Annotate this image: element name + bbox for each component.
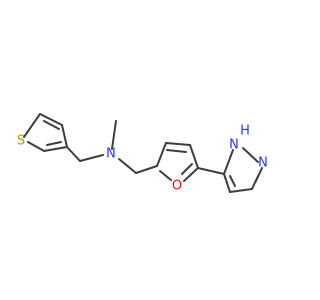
bond [46,141,62,146]
bond [229,188,253,193]
bond [165,142,191,146]
bond [66,146,81,162]
bond [189,144,199,169]
bond-layer [23,113,263,193]
pyrazole-nitrogen-label: N [258,156,268,171]
bond [197,167,225,175]
sulfur-atom-label: S [17,134,25,149]
bond [242,147,259,163]
pyrazole-nh-nitrogen-label: N [229,138,239,153]
bond [251,175,259,190]
bond [43,146,68,152]
bond [27,141,45,152]
bond [159,170,172,181]
bond [61,124,68,148]
bond [166,149,187,153]
bond [23,113,41,138]
furan-oxygen-label: O [172,179,182,194]
bond [111,120,117,150]
bond [229,175,236,187]
bond [223,173,231,193]
molecule-drawing: S N O N H N [17,113,268,194]
bond [135,165,158,174]
bond [183,167,199,182]
bond [39,113,63,126]
bond [79,154,104,162]
amine-nitrogen-label: N [106,147,116,162]
bond [156,142,167,167]
bond [181,163,193,175]
structure-canvas: S N O N H N [16,113,268,194]
bond [118,158,137,174]
pyrazole-hydrogen-label: H [240,124,250,139]
bond [43,120,60,130]
bond [223,149,234,175]
atom-layer: S N O N H N [17,124,268,194]
